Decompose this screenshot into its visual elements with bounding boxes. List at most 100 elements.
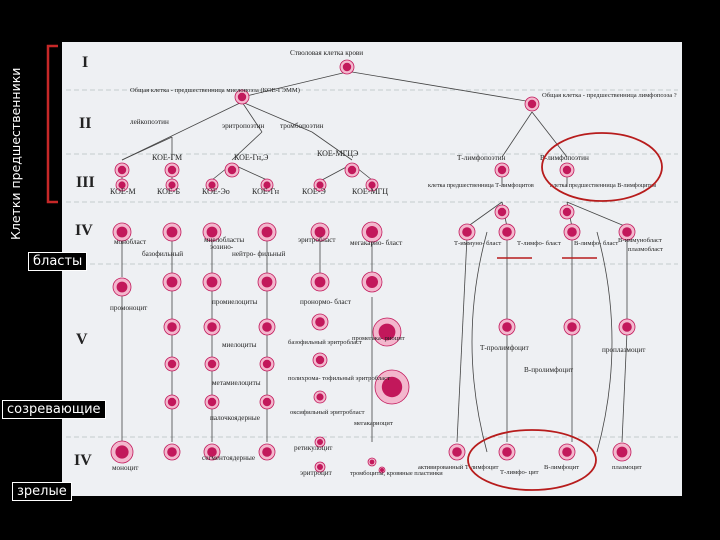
label-metamyelocytes: метамиелоциты [212,379,261,387]
cell-nucleus-25 [567,227,577,237]
highlight-b-precursor [541,132,663,202]
cell-nucleus-31 [314,276,326,288]
label-eosino: эозино- [210,243,234,251]
cell-nucleus-52 [207,447,217,457]
cell-nucleus-3 [117,165,127,175]
label-koe-b: КОЕ-Б [157,187,180,196]
label-b-lymphocyte: В-лимфоцит [544,464,579,471]
label-b-immunoblast: В-иммунобласт [618,237,662,244]
label-oxyphilic: оксифильный эритробласт [290,409,365,416]
label-pronormoblast: пронормо- бласт [300,298,352,306]
label-mature: зрелые [12,482,72,501]
label-myelo-common: Общая клетка - предшественница миелопоэз… [130,87,300,94]
cell-nucleus-30 [261,276,273,288]
cell-nucleus-18 [166,226,178,238]
label-neutro-phil: нейтро- фильный [232,250,286,258]
cell-nucleus-38 [207,359,217,369]
label-koe-gmeo: КОЕ-Гн,Э [234,153,268,162]
label-b-lymphoblast: В-лимфо- бласт [574,240,618,247]
label-promonocyte: промоноцит [110,304,148,312]
label-platelets: тромбоциты, кровяные пластинки [350,470,443,477]
label-rod-nuclear: палочкоядерные [210,414,260,422]
label-megakaryoblast: мегакарио- бласт [350,239,403,247]
label-plasmocyte: плазмоцит [612,464,642,471]
cell-nucleus-24 [502,227,512,237]
cell-nucleus-20 [261,226,273,238]
label-b-precursor: клетка предшественница В-лимфоцитов [550,182,656,189]
label-erythrocyte: эритроцит [300,469,333,477]
cell-nucleus-34 [262,322,272,332]
cell-nucleus-35 [167,322,177,332]
cell-nucleus-16 [562,207,572,217]
cell-nucleus-56 [369,459,375,465]
label-monoblast: монобласт [114,238,147,246]
label-megakaryocyte: мегакариоцит [354,420,393,427]
label-koe-m: КОЕ-М [110,187,136,196]
cell-nucleus-1 [237,92,247,102]
cell-nucleus-14 [368,181,376,189]
label-b-prolymphocyte: В-пролимфоцит [524,366,574,374]
cell-nucleus-44 [567,322,577,332]
label-erythroblast: эритробласт [298,236,336,244]
class-numeral-4: IV [75,222,93,239]
cell-nucleus-22 [366,226,378,238]
label-baso-phil: базофильный [142,250,183,258]
cell-nucleus-57 [380,468,384,472]
class-numeral-1: I [82,54,88,71]
cells-layer [110,59,636,474]
cell-nucleus-37 [378,323,396,341]
cell-nucleus-54 [317,439,323,445]
label-monocyte: моноцит [112,464,139,472]
class-numeral-3: III [76,174,95,191]
cell-nucleus-51 [167,447,177,457]
cell-nucleus-47 [207,397,217,407]
cell-nucleus-5 [227,165,237,175]
label-koe-e: КОЕ-Э [302,187,326,196]
class-numeral-5: V [76,331,88,348]
label-myelocytes: миелоциты [222,341,257,349]
cell-nucleus-0 [342,62,352,72]
cell-nucleus-2 [527,99,537,109]
cell-nucleus-46 [167,397,177,407]
label-polychromatophilic: полихрома- тофильный эритробласт [288,375,390,382]
label-t-prolymphocyte: Т-пролимфоцит [480,344,530,352]
vertical-precursor-label: Клетки предшественники [8,67,23,240]
label-activated-t: активированный Т-лимфоцит [418,464,499,471]
cell-nucleus-55 [317,464,323,470]
cell-nucleus-40 [167,359,177,369]
highlight-marks [467,132,663,491]
cell-nucleus-27 [116,281,128,293]
cell-nucleus-36 [315,317,325,327]
label-promyelocytes: промиелоциты [212,298,257,306]
label-t-precursor: клетка предшественница Т-лимфоцитов [428,182,534,189]
cell-nucleus-60 [562,447,572,457]
label-reticulocyte: ретикулоцит [294,444,333,452]
cell-nucleus-6 [347,165,357,175]
cell-nucleus-33 [207,322,217,332]
precursor-brace [43,44,58,204]
label-myeloblasts: миелобласты [204,236,244,244]
label-t-immunoblast: Т-иммуно- бласт [454,240,501,247]
cell-nucleus-32 [366,276,378,288]
label-basophilic-erythroblast: базофильный эритробласт [288,339,362,346]
cell-nucleus-13 [316,181,324,189]
cell-nucleus-9 [118,181,126,189]
cell-nucleus-21 [314,226,326,238]
label-stem: Стволовая клетка крови [290,49,363,57]
labels-layer: Стволовая клетка крови Общая клетка - пр… [110,49,677,477]
cell-nucleus-12 [263,181,271,189]
cell-nucleus-59 [502,447,512,457]
class-numeral-6: IV [74,452,92,469]
cell-nucleus-50 [115,445,129,459]
label-plasmoblast: плазмобласт [628,246,663,253]
cell-nucleus-15 [497,207,507,217]
diagram-panel: I II III IV V IV [62,42,682,496]
cell-nucleus-26 [622,227,632,237]
label-koe-megce: КОЕ-МГЦЭ [317,149,358,158]
cell-nucleus-4 [167,165,177,175]
cell-nucleus-7 [497,165,507,175]
label-leukopoiesis: лейкопоэтин [130,118,169,126]
label-koe-gm: КОЕ-ГМ [152,153,182,162]
cell-nucleus-48 [262,397,272,407]
label-koe-eo: КОЕ-Эо [202,187,230,196]
